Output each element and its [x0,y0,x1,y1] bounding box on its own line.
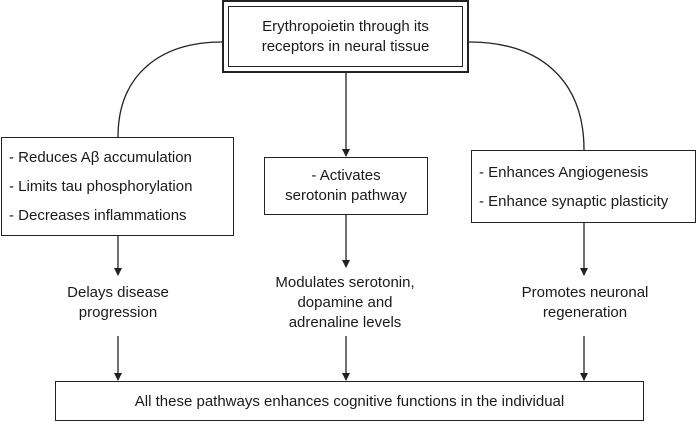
outcome-middle-line-2: dopamine and [297,294,393,311]
middle-line-1: - Activates [311,167,381,184]
right-item-plasticity: - Enhance synaptic plasticity [479,192,669,210]
left-item-inflammation: - Decreases inflammations [9,207,187,224]
outcome-middle-line-1: Modulates serotonin, [275,274,415,291]
outcome-middle-line-3: adrenaline levels [288,314,402,331]
erythropoietin-line-2: receptors in neural tissue [261,37,430,55]
right-item-angiogenesis: - Enhances Angiogenesis [479,163,649,181]
outcome-right-line-2: regeneration [542,304,628,321]
outcome-left: Delays disease progression [38,283,198,323]
cognitive-functions-text: All these pathways enhances cognitive fu… [134,392,565,410]
middle-mechanism-box: - Activates serotonin pathway [264,157,428,215]
outcome-middle: Modulates serotonin, dopamine and adrena… [250,273,440,333]
erythropoietin-line-1: Erythropoietin through its [262,17,429,35]
middle-line-2: serotonin pathway [285,187,407,204]
left-item-tau: - Limits tau phosphorylation [9,178,193,195]
arc-connector-right [468,41,585,151]
left-item-abeta: - Reduces Aβ accumulation [9,149,192,166]
outcome-left-line-2: progression [78,304,158,321]
right-mechanism-box: - Enhances Angiogenesis - Enhance synapt… [471,150,696,223]
left-mechanism-box: - Reduces Aβ accumulation - Limits tau p… [1,137,234,236]
outcome-right-line-1: Promotes neuronal [521,284,649,301]
cognitive-functions-box: All these pathways enhances cognitive fu… [55,381,644,421]
outcome-right: Promotes neuronal regeneration [490,283,680,323]
erythropoietin-inner-frame: Erythropoietin through its receptors in … [228,6,463,67]
arc-connector-left [117,41,223,138]
erythropoietin-box: Erythropoietin through its receptors in … [222,0,469,73]
outcome-left-line-1: Delays disease [67,284,169,301]
